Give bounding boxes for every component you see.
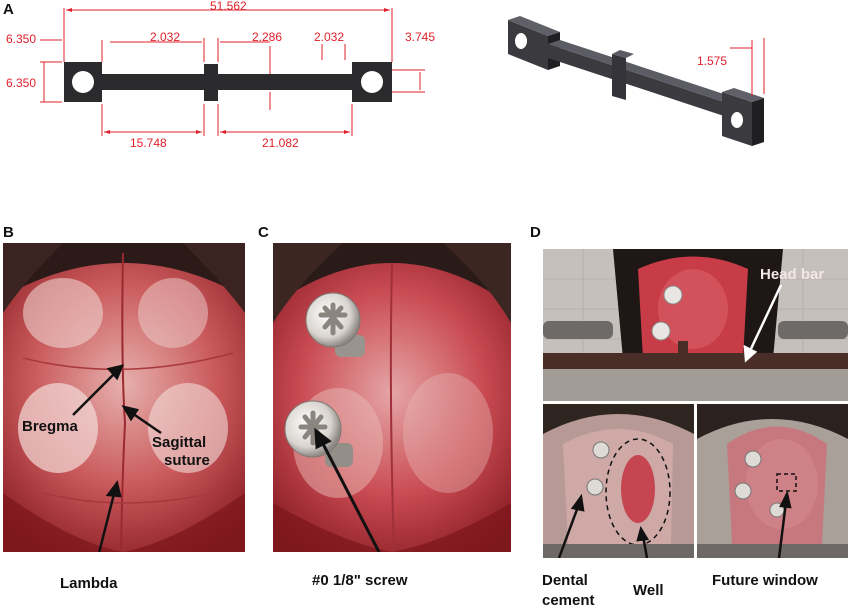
head-bar-technical-drawing xyxy=(40,8,765,146)
label-lambda: Lambda xyxy=(60,575,118,592)
dim-left-top: 6.350 xyxy=(6,32,37,46)
label-dental: Dental xyxy=(542,572,588,589)
label-future-window: Future window xyxy=(712,572,818,589)
right-hole xyxy=(361,71,383,93)
label-suture: suture xyxy=(164,452,210,469)
dim-thickness: 1.575 xyxy=(697,54,728,68)
dim-notch-width: 2.032 xyxy=(150,30,181,44)
left-hole xyxy=(72,71,94,93)
label-cement: cement xyxy=(542,592,595,609)
dim-right-span: 21.082 xyxy=(262,136,299,150)
dim-left-height: 6.350 xyxy=(6,76,37,90)
label-screw: #0 1/8" screw xyxy=(312,572,408,589)
future-window-photo xyxy=(697,404,848,558)
dental-cement-well-photo xyxy=(543,404,694,558)
panel-a-letter: A xyxy=(3,1,14,18)
dim-total: 51.562 xyxy=(210,0,247,13)
label-bregma: Bregma xyxy=(22,418,78,435)
dim-center-block: 2.286 xyxy=(252,30,283,44)
skull-photo-c xyxy=(273,243,511,552)
label-sagittal: Sagittal xyxy=(152,434,207,451)
dim-left-span: 15.748 xyxy=(130,136,167,150)
mouse-head-bar-photo xyxy=(543,249,848,401)
head-bar-3d-render xyxy=(508,16,764,146)
screw-top xyxy=(305,292,365,357)
dim-right-notch: 2.032 xyxy=(314,30,345,44)
skull-photo-b xyxy=(3,243,245,552)
label-well: Well xyxy=(633,582,664,599)
panel-c-letter: C xyxy=(258,224,269,241)
panel-b-letter: B xyxy=(3,224,14,241)
label-head-bar: Head bar xyxy=(760,266,825,283)
panel-d-letter: D xyxy=(530,224,541,241)
dim-right-height: 3.745 xyxy=(405,30,436,44)
